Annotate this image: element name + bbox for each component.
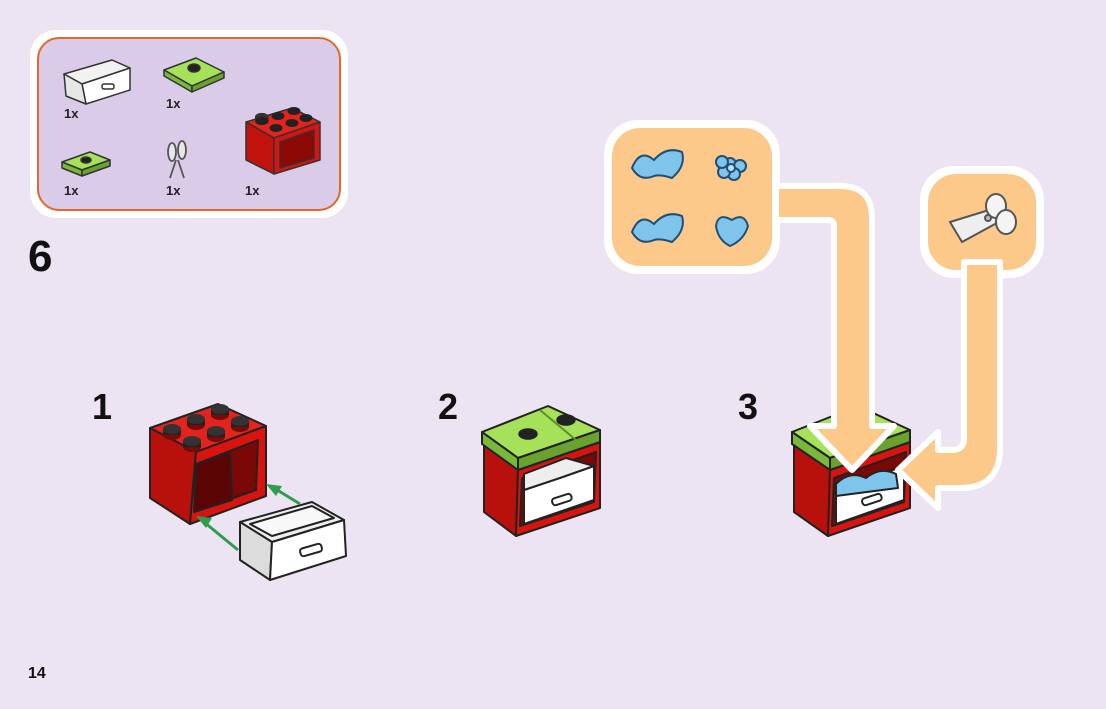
orange-arrow-scissors: [895, 259, 1003, 511]
substep-2-studs: [518, 414, 576, 440]
substep-1-cabinet: [149, 403, 267, 525]
substep-1-green-arrows: [196, 484, 301, 552]
substep-2-cabinet: [481, 405, 601, 537]
accessories-callout: [604, 120, 780, 274]
part-scissors-image: [167, 140, 187, 179]
accessory-scissors: [948, 193, 1017, 244]
part-drawer-image: [63, 59, 131, 105]
accessory-heart: [714, 216, 750, 248]
step-number: 6: [28, 232, 53, 281]
part-green-plate-1x2-image: [61, 151, 111, 177]
part-qty-red-cabinet: 1x: [245, 183, 260, 198]
accessory-flower: [715, 155, 747, 181]
part-qty-drawer: 1x: [64, 106, 79, 121]
substep-1-drawer: [239, 501, 347, 581]
part-qty-scissors: 1x: [166, 183, 181, 198]
part-qty-green-plate-1x2: 1x: [64, 183, 79, 198]
orange-arrow-accessories: [773, 183, 897, 473]
substep-number-3: 3: [738, 386, 759, 427]
substep-number-2: 2: [438, 386, 459, 427]
accessory-heart-glasses-2: [630, 213, 684, 244]
part-qty-green-plate-2x2: 1x: [166, 96, 181, 111]
accessory-heart-glasses-1: [630, 149, 684, 180]
page-number: 14: [28, 665, 46, 682]
substep-number-1: 1: [92, 386, 113, 427]
part-green-plate-2x2-image: [163, 57, 225, 93]
